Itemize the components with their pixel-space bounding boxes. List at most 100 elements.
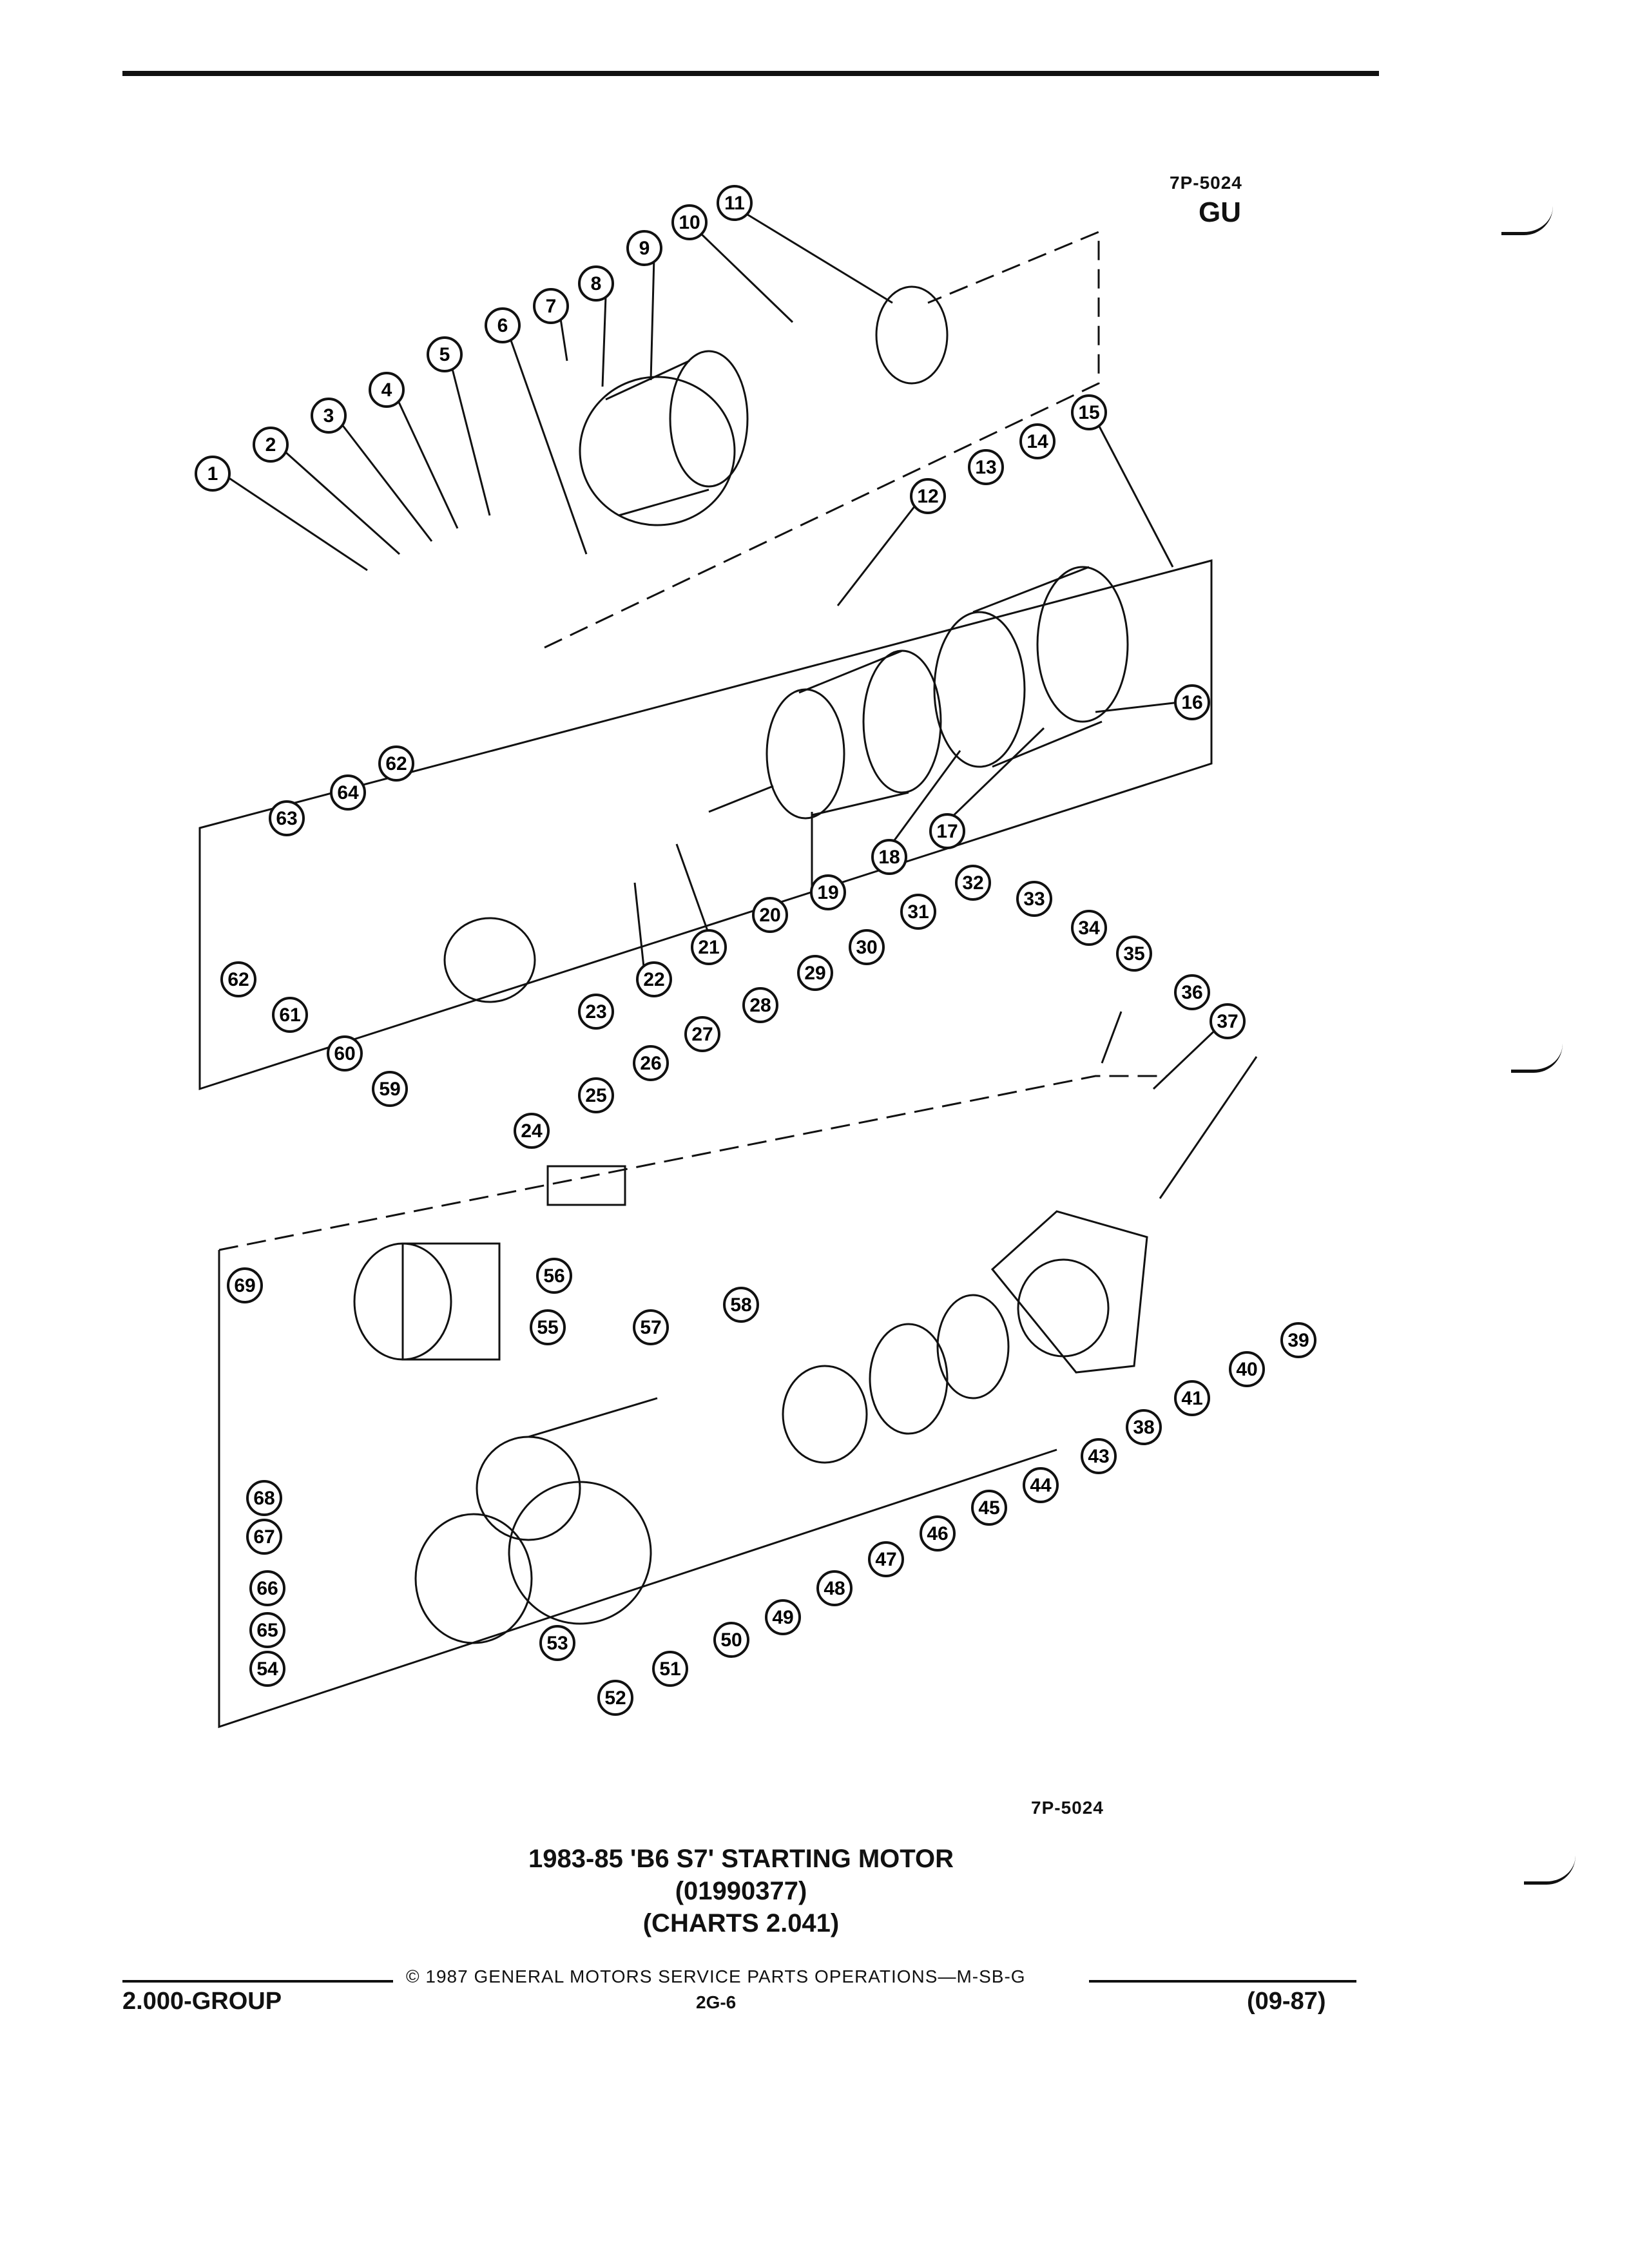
title-line-2: (01990377): [675, 1877, 807, 1905]
callout-circle: [485, 307, 521, 343]
callout-7: 7: [533, 288, 569, 324]
page-number: 2G-6: [696, 1992, 737, 2012]
callout-number: 55: [537, 1317, 558, 1338]
callout-circle: [253, 427, 289, 463]
callout-circle: [955, 865, 991, 901]
callout-number: 20: [759, 905, 780, 926]
callout-circle: [633, 1045, 669, 1081]
callout-62: 62: [378, 745, 414, 782]
callout-53: 53: [539, 1625, 575, 1661]
callout-25: 25: [578, 1077, 614, 1113]
callout-number: 50: [720, 1629, 742, 1651]
callout-number: 58: [730, 1294, 751, 1316]
callout-number: 49: [772, 1607, 793, 1628]
callout-circle: [717, 185, 753, 221]
callout-circle: [330, 774, 366, 811]
callout-36: 36: [1174, 974, 1210, 1010]
callout-circle: [868, 1541, 904, 1577]
callout-number: 68: [253, 1488, 275, 1509]
callout-circle: [249, 1570, 285, 1606]
callout-39: 39: [1280, 1322, 1316, 1358]
callout-50: 50: [713, 1622, 749, 1658]
callout-24: 24: [514, 1113, 550, 1149]
callout-number: 33: [1023, 889, 1045, 910]
callout-59: 59: [372, 1071, 408, 1107]
callout-4: 4: [369, 372, 405, 408]
callout-number: 13: [975, 457, 996, 478]
callout-number: 34: [1078, 918, 1100, 939]
callout-number: 46: [927, 1523, 948, 1544]
callout-circle: [1081, 1438, 1117, 1474]
callout-number: 3: [323, 405, 334, 427]
callout-41: 41: [1174, 1380, 1210, 1416]
callout-circle: [1229, 1351, 1265, 1387]
callout-number: 22: [643, 969, 664, 990]
callout-43: 43: [1081, 1438, 1117, 1474]
callout-number: 28: [749, 995, 771, 1016]
callout-61: 61: [272, 997, 308, 1033]
callout-number: 27: [691, 1024, 713, 1045]
callout-circle: [742, 987, 778, 1023]
callout-circle: [910, 478, 946, 514]
callout-circle: [327, 1035, 363, 1072]
callout-number: 21: [698, 937, 719, 958]
callout-number: 15: [1078, 402, 1099, 423]
callout-number: 18: [878, 847, 900, 868]
callout-51: 51: [652, 1651, 688, 1687]
callout-5: 5: [427, 336, 463, 372]
callout-circle: [713, 1622, 749, 1658]
callout-circle: [968, 449, 1004, 485]
callout-56: 56: [536, 1258, 572, 1294]
callout-number: 56: [543, 1265, 564, 1287]
callout-20: 20: [752, 897, 788, 933]
callout-number: 38: [1133, 1417, 1154, 1438]
callout-number: 59: [379, 1079, 400, 1100]
callout-number: 54: [256, 1658, 278, 1680]
callout-number: 16: [1181, 692, 1202, 713]
callout-circle: [671, 204, 708, 240]
callout-circle: [636, 961, 672, 997]
callout-12: 12: [910, 478, 946, 514]
margin-mark: [1511, 1044, 1563, 1073]
callout-48: 48: [816, 1570, 853, 1606]
callout-67: 67: [246, 1519, 282, 1555]
callout-circle: [1019, 423, 1055, 459]
callout-circle: [195, 456, 231, 492]
callout-circle: [249, 1651, 285, 1687]
callout-54: 54: [249, 1651, 285, 1687]
title-line-1: 1983-85 'B6 S7' STARTING MOTOR: [528, 1845, 954, 1873]
callout-65: 65: [249, 1612, 285, 1648]
callout-number: 40: [1236, 1359, 1257, 1380]
callout-number: 43: [1088, 1446, 1109, 1467]
callout-circle: [311, 398, 347, 434]
callout-number: 5: [439, 344, 450, 365]
callout-number: 63: [276, 808, 297, 829]
callout-circle: [765, 1599, 801, 1635]
callout-circle: [578, 265, 614, 302]
callout-18: 18: [871, 839, 907, 875]
callout-34: 34: [1071, 910, 1107, 946]
callout-number: 19: [817, 882, 838, 903]
callout-number: 64: [337, 782, 359, 803]
top-rule: [122, 71, 1379, 76]
callout-10: 10: [671, 204, 708, 240]
callout-circle: [752, 897, 788, 933]
callout-number: 4: [381, 380, 392, 401]
callout-number: 14: [1027, 431, 1048, 452]
callout-13: 13: [968, 449, 1004, 485]
callout-circle: [691, 929, 727, 965]
callout-circle: [1174, 974, 1210, 1010]
callout-28: 28: [742, 987, 778, 1023]
callout-49: 49: [765, 1599, 801, 1635]
callout-33: 33: [1016, 881, 1052, 917]
callout-number: 11: [724, 193, 745, 214]
callout-66: 66: [249, 1570, 285, 1606]
callout-35: 35: [1116, 936, 1152, 972]
callout-number: 48: [824, 1578, 845, 1599]
callout-circle: [633, 1309, 669, 1345]
callout-circle: [1126, 1409, 1162, 1445]
figure-code-bottom: 7P-5024: [1031, 1798, 1104, 1818]
callout-number: 69: [234, 1275, 255, 1296]
callout-circle: [971, 1490, 1007, 1526]
